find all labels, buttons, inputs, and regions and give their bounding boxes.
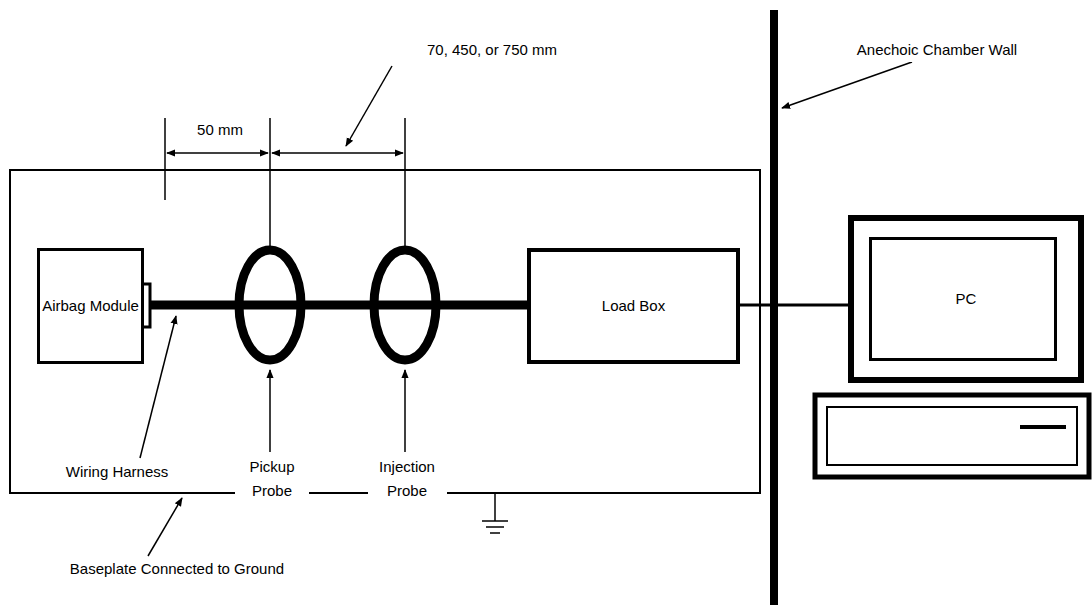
annotation-label: 70, 450, or 750 mm bbox=[390, 38, 594, 62]
node-label: Airbag Module bbox=[42, 296, 139, 316]
pickup-probe bbox=[239, 250, 301, 360]
node-label: PC bbox=[956, 289, 977, 309]
annotation-label: Baseplate Connected to Ground bbox=[25, 557, 329, 581]
annotation-label: Pickup Probe bbox=[235, 455, 309, 503]
wiring-harness bbox=[144, 301, 527, 310]
ground-symbol bbox=[482, 493, 508, 533]
dimension-tick bbox=[404, 118, 406, 246]
dimension-arrow bbox=[167, 152, 268, 154]
annotation-label: Wiring Harness bbox=[45, 460, 189, 484]
keyboard bbox=[815, 395, 1089, 477]
annotation-label: 50 mm bbox=[173, 118, 267, 142]
leader-line bbox=[346, 66, 392, 146]
pc-monitor: PC bbox=[848, 215, 1084, 383]
annotation-label: Injection Probe bbox=[368, 455, 447, 503]
leader-line bbox=[782, 62, 912, 108]
dimension-tick bbox=[164, 118, 166, 200]
leader-line bbox=[269, 370, 271, 452]
chamber-wall bbox=[770, 10, 778, 605]
module-box: Airbag Module bbox=[37, 248, 144, 364]
injection-probe bbox=[374, 250, 436, 360]
annotation-label: Anechoic Chamber Wall bbox=[825, 38, 1049, 62]
dimension-arrow bbox=[272, 152, 403, 154]
node-label: Load Box bbox=[602, 296, 665, 316]
leader-line bbox=[148, 498, 182, 556]
load-box: Load Box bbox=[527, 248, 740, 364]
leader-line bbox=[404, 370, 406, 452]
baseplate bbox=[10, 170, 760, 493]
leader-line bbox=[140, 316, 176, 458]
cable bbox=[740, 304, 848, 307]
dimension-tick bbox=[269, 118, 271, 246]
